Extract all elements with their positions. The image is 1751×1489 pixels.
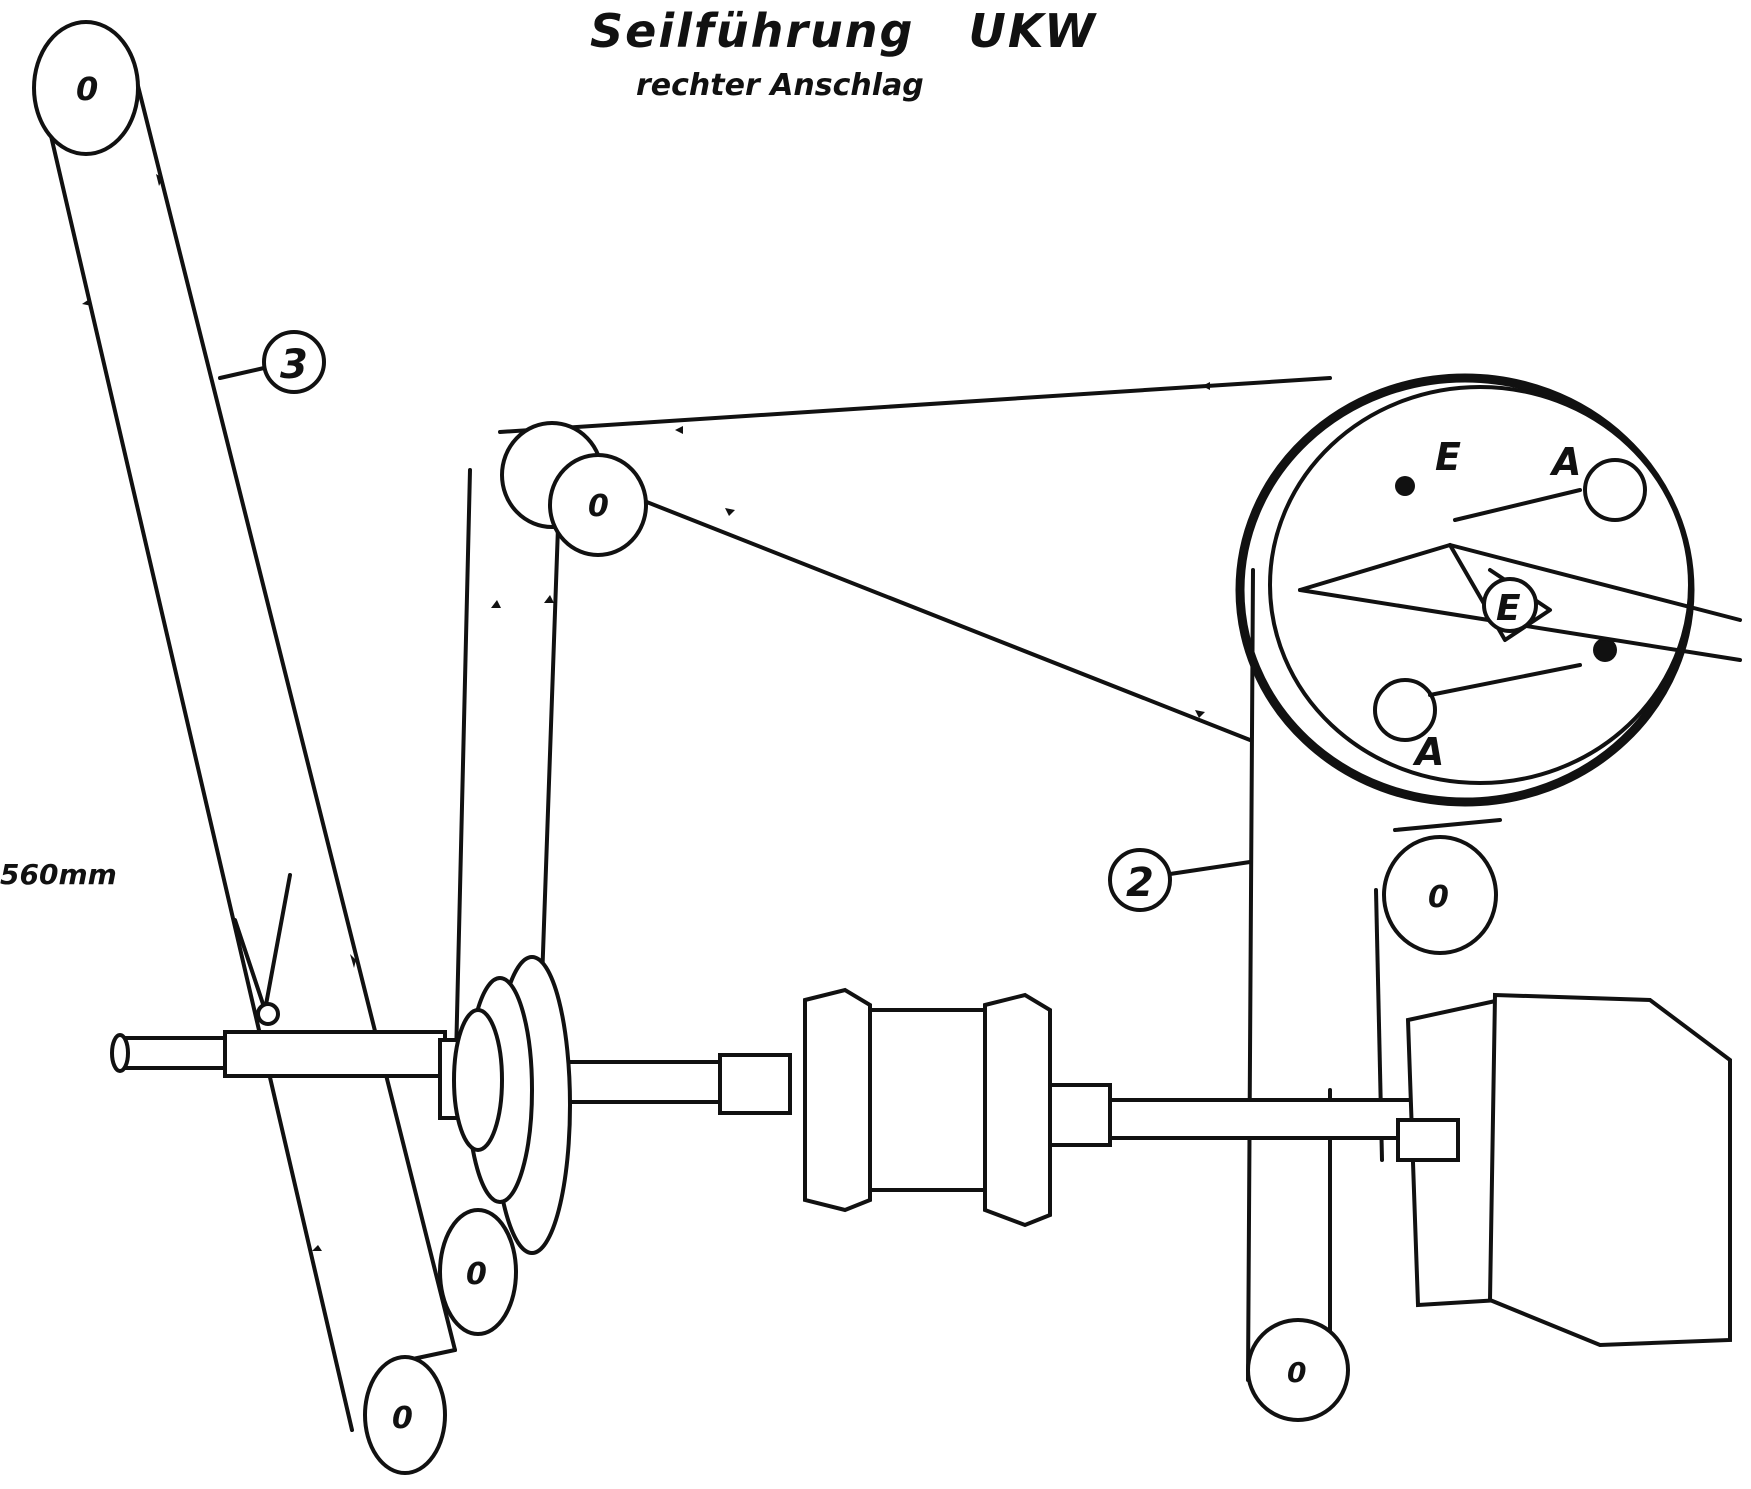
pulley-mid-upper: 0 xyxy=(500,421,648,557)
pulley-bottom-right-mark: 0 xyxy=(1287,1356,1306,1389)
pulley-lower-left-a: 0 xyxy=(438,1208,518,1336)
pulley-lower-left-b: 0 xyxy=(363,1355,447,1475)
callout-spring-end-loop: E xyxy=(1482,577,1538,633)
label-anchor-bottom: A xyxy=(1412,730,1444,774)
pulley-right-lower-mark: 0 xyxy=(1428,880,1449,915)
tuning-block xyxy=(1396,992,1732,1348)
drum-disks xyxy=(452,955,572,1255)
callout-rope-2: 2 xyxy=(1108,848,1252,912)
pulley-mid-upper-mark: 0 xyxy=(588,489,609,524)
callout-rope-3: 3 xyxy=(218,330,326,394)
spring-anchor-top xyxy=(1583,458,1647,522)
pulley-top-left: 0 xyxy=(32,20,140,156)
diagram-title: Seilführung UKW xyxy=(590,4,1098,58)
spring-anchor-bottom xyxy=(1373,678,1437,742)
pulley-lower-left-a-mark: 0 xyxy=(466,1257,487,1292)
pulley-right-lower: 0 xyxy=(1382,835,1498,955)
main-shaft xyxy=(110,1030,1462,1140)
pulley-top-left-mark: 0 xyxy=(76,70,98,108)
rope-3 xyxy=(36,68,457,1432)
label-spring-end-loop: E xyxy=(1496,588,1521,629)
label-anchor-top: A xyxy=(1549,440,1581,484)
dial-drum xyxy=(1235,373,1742,807)
title-block: Seilführung UKW rechter Anschlag xyxy=(0,0,1751,110)
diagram-subtitle: rechter Anschlag xyxy=(636,68,924,103)
rope-clip xyxy=(233,873,292,1026)
pulley-lower-left-b-mark: 0 xyxy=(392,1401,413,1436)
pulley-bottom-right: 0 xyxy=(1246,1318,1350,1422)
label-spring-end-top: E xyxy=(1435,435,1461,479)
middle-drum xyxy=(718,987,1112,1228)
rope-length-label: 560mm xyxy=(0,858,117,891)
callout-rope-3-text: 3 xyxy=(280,342,308,388)
callout-rope-2-text: 2 xyxy=(1126,860,1154,906)
